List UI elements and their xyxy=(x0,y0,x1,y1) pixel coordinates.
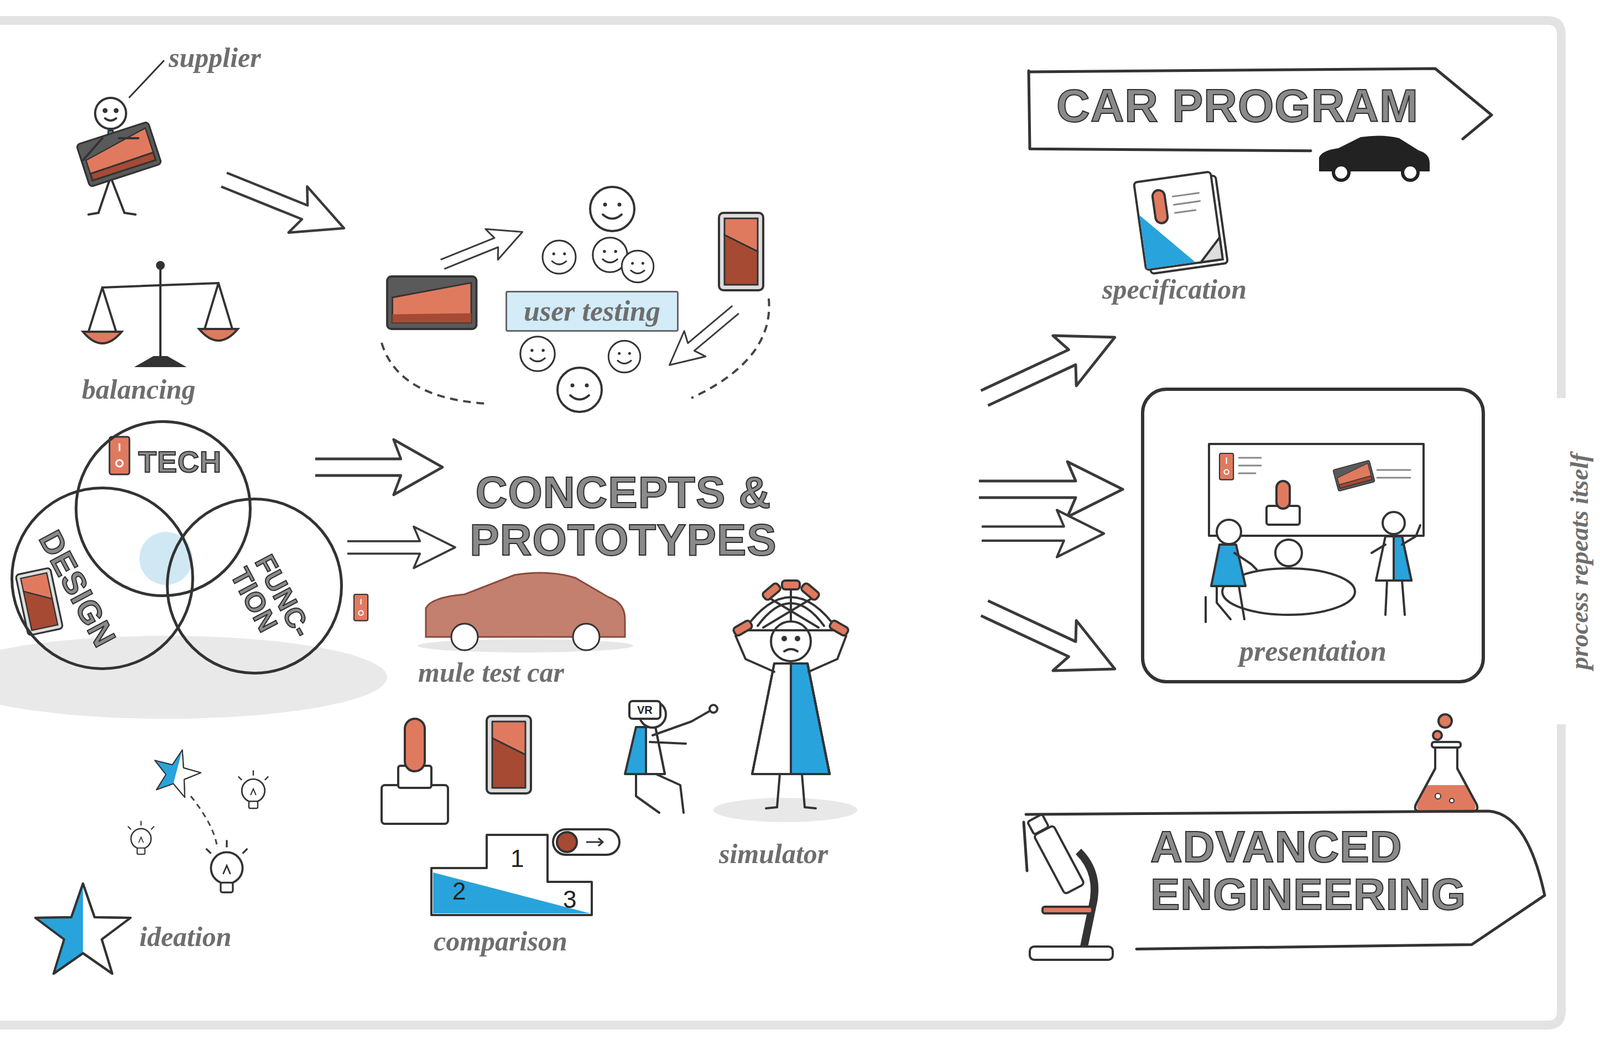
switch-icon xyxy=(353,594,368,622)
supplier-figure xyxy=(76,60,164,215)
venn-label: FUNC- TION xyxy=(225,550,317,656)
flow-arrow xyxy=(214,156,354,252)
ideation-icons xyxy=(35,743,269,974)
venn-circle: TECH xyxy=(74,420,252,598)
scale-icon xyxy=(82,262,238,367)
car-silhouette xyxy=(1319,135,1430,181)
side-note: process repeats itself xyxy=(1565,453,1595,670)
caption-label: balancing xyxy=(81,373,196,406)
switch-icon xyxy=(109,436,130,475)
band-label: user testing xyxy=(523,294,661,328)
vr-person xyxy=(624,701,718,813)
podium-number: 3 xyxy=(563,886,577,914)
mule-car xyxy=(417,572,634,653)
microscope-icon xyxy=(1027,814,1113,961)
caption-label: simulator xyxy=(718,838,828,871)
engineering-banner: ADVANCED ENGINEERING xyxy=(1020,805,1550,951)
venn-label: DESIGN xyxy=(33,525,122,653)
presentation-scene xyxy=(1205,444,1424,623)
program-banner: CAR PROGRAM xyxy=(1025,65,1497,165)
ground-shadow xyxy=(0,636,388,719)
label-band: user testing xyxy=(505,290,679,332)
podium-number: 2 xyxy=(452,878,466,905)
main-heading: CONCEPTS & PROTOTYPES xyxy=(450,468,796,565)
simulator-person xyxy=(713,580,858,823)
caption-label: ideation xyxy=(139,921,232,954)
flow-arrow xyxy=(315,439,443,495)
caption-label: specification xyxy=(1102,273,1247,306)
headset-label: VR xyxy=(637,704,653,717)
panel-label: presentation xyxy=(1239,634,1387,669)
banner-line xyxy=(1023,811,1545,950)
user-testing-cycle xyxy=(381,186,770,413)
comparison-podium xyxy=(381,716,620,916)
specification-book xyxy=(1133,170,1228,275)
banner-line xyxy=(1028,68,1492,151)
venn-circle: FUNC- TION xyxy=(165,497,343,675)
flow-arrow xyxy=(981,510,1104,558)
flow-arrow xyxy=(978,461,1123,518)
frame xyxy=(0,20,1562,1026)
presentation-panel: presentation xyxy=(1140,387,1485,684)
caption-label: comparison xyxy=(433,925,568,958)
flow-arrow xyxy=(972,583,1127,695)
banner-label: CAR PROGRAM xyxy=(1056,80,1419,132)
flask-icon xyxy=(1415,714,1478,812)
banner-label: ADVANCED ENGINEERING xyxy=(1150,823,1467,920)
venn-label: TECH xyxy=(138,446,222,477)
caption-label: mule test car xyxy=(418,657,565,690)
flow-arrow xyxy=(347,527,456,569)
flow-arrow xyxy=(972,312,1127,424)
caption-label: supplier xyxy=(168,42,262,75)
podium-number: 1 xyxy=(510,845,524,873)
